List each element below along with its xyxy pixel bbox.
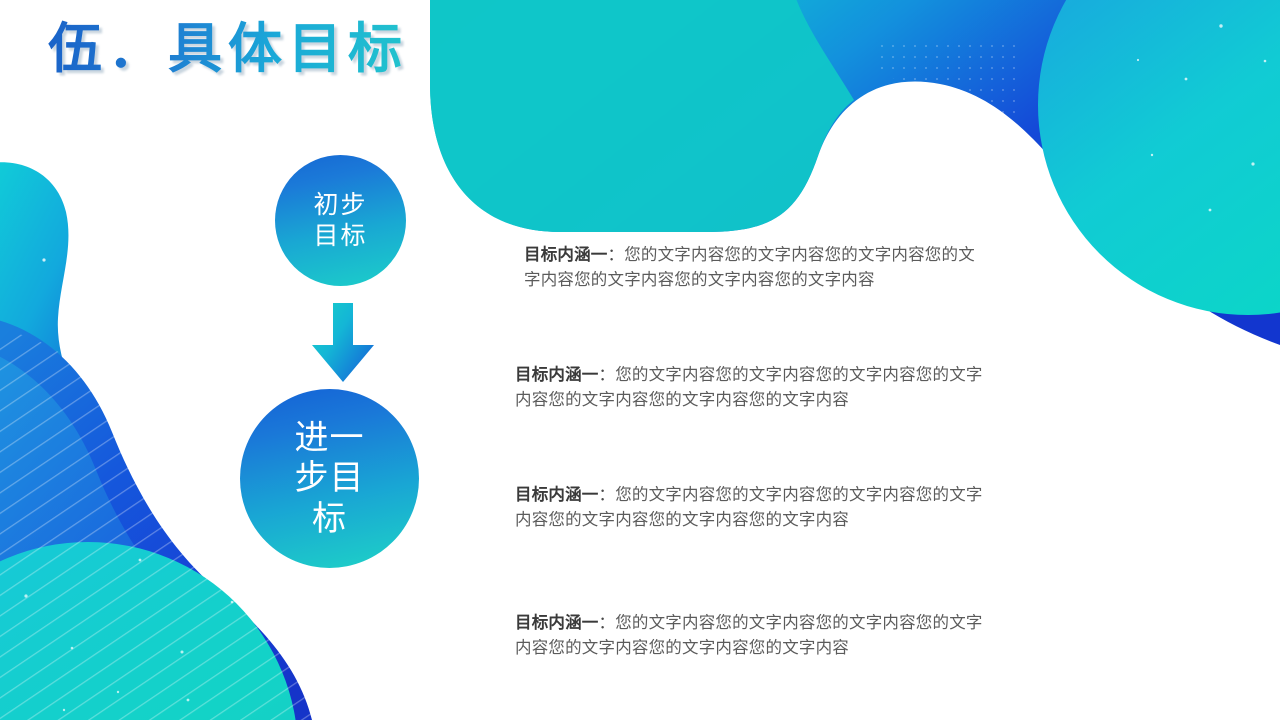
arrow-down-icon [308,303,378,383]
list-item: 目标内涵一：您的文字内容您的文字内容您的文字内容您的文字内容您的文字内容您的文字… [515,611,998,661]
list-item: 目标内涵一：您的文字内容您的文字内容您的文字内容您的文字内容您的文字内容您的文字… [515,483,998,533]
decor-top-right-inner-wave [430,0,854,232]
page-title: 伍．具体目标 [48,19,408,79]
bullet-separator: ： [598,613,616,632]
bullet-body: 您的文字内容您的文字内容您的文字内容您的文字内容您的文字内容您的文字内容您的文字… [515,365,983,409]
decor-bottom-left-circle [0,542,296,720]
list-item: 目标内涵一：您的文字内容您的文字内容您的文字内容您的文字内容您的文字内容您的文字… [524,243,986,293]
page-title-wrap: 伍．具体目标 [48,18,408,80]
decor-left-blob [0,162,81,524]
decor-top-right-wave [430,0,1280,345]
decor-sparkles-top [1136,24,1267,212]
bullet-lead: 目标内涵一 [515,365,599,384]
bullet-separator: ： [607,245,625,264]
decor-top-right-circle [1038,0,1280,315]
flow-node-secondary-goal[interactable]: 进一步目标 [240,389,419,568]
bullet-separator: ： [598,485,616,504]
bullet-lead: 目标内涵一 [524,245,608,264]
list-item: 目标内涵一：您的文字内容您的文字内容您的文字内容您的文字内容您的文字内容您的文字… [515,363,987,413]
bullet-lead: 目标内涵一 [515,613,599,632]
decor-left-sparkle [42,258,46,262]
decor-bottom-wave-front [0,356,290,720]
decor-left-blob-group [0,162,81,524]
bullet-body: 您的文字内容您的文字内容您的文字内容您的文字内容您的文字内容您的文字内容您的文字… [515,613,983,657]
flow-node-primary-goal-label: 初步目标 [313,191,368,250]
decor-top-right-group [430,0,1280,345]
bullet-body: 您的文字内容您的文字内容您的文字内容您的文字内容您的文字内容您的文字内容您的文字… [515,485,983,529]
bullet-lead: 目标内涵一 [515,485,599,504]
decor-sparkles-bottom [24,558,234,712]
flow-node-secondary-goal-label: 进一步目标 [294,419,365,538]
bullet-separator: ： [598,365,616,384]
flow-node-primary-goal[interactable]: 初步目标 [275,155,406,286]
